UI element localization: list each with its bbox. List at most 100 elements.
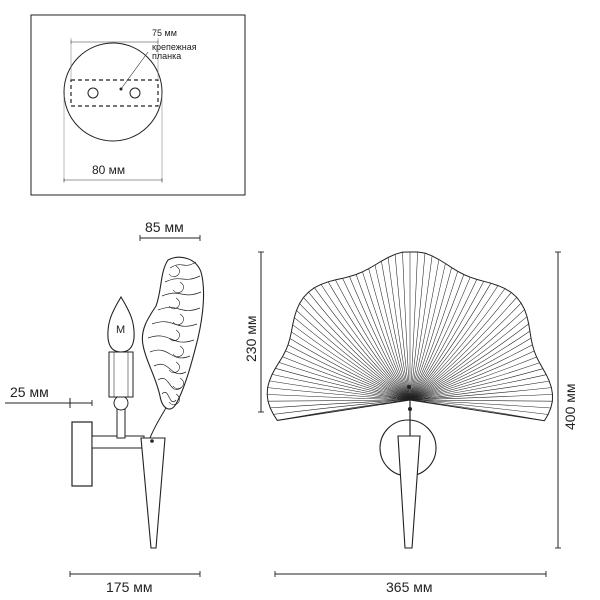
total-height-label: 400 мм [562,384,578,431]
leaf-vein [291,331,411,401]
leaf-vein [368,268,411,401]
leaf-vein [409,316,528,401]
leaf-vein [374,264,411,401]
leaf-vein [409,302,522,401]
leaf-vein [349,276,411,401]
leaf-vein [292,324,411,401]
mounting-bracket [70,79,159,107]
leaf-vein [270,399,411,409]
leaf-vein [303,297,411,401]
leaf-vein [409,288,506,401]
side-leaf-rib [161,391,177,403]
leaf-vein [409,263,446,401]
leaf-vein [409,277,471,401]
side-candle-stem [116,407,126,439]
leaf-vein [287,344,411,401]
leaf-vein [275,368,411,401]
leaf-vein [409,281,485,401]
side-view: 85 мм 25 мм M [5,219,205,549]
leaf-vein [289,338,411,401]
leaf-vein [409,330,531,401]
leaf-vein [409,267,452,401]
front-ginkgo-leaf [266,251,554,436]
mount-detail: 75 мм крепежная планка 80 мм [30,14,246,196]
leaf-vein [409,253,426,401]
leaf-vein [409,399,545,421]
base-plate-circle [63,42,163,142]
side-leaf-curl [172,281,184,294]
leaf-vein [409,380,550,401]
leaf-vein [272,374,411,401]
leaf-vein [308,291,411,401]
leaf-vein [267,394,411,401]
leaf-vein [409,309,525,401]
side-leaf-rib [147,335,195,343]
side-leaf-curl [168,297,180,310]
leaf-vein [409,271,458,401]
side-leaf-curl [172,313,184,326]
side-leaf-rib [149,349,191,359]
mount-detail-frame [30,14,246,196]
leaf-vein [409,337,532,401]
leaf-vein [409,274,465,401]
plate-leader-line [120,51,149,90]
leaf-vein [285,350,411,401]
leaf-vein [409,285,499,401]
leaf-vein [355,274,411,401]
leaf-vein [409,356,537,401]
leaf-vein [409,279,478,401]
top-width-label: 85 мм [145,219,184,235]
side-leaf-curl [168,361,180,374]
depth-label: 175 мм [106,579,153,595]
side-cone-holder [140,437,166,549]
side-candle-bulb [107,295,135,353]
leaf-vein [409,344,533,401]
leaf-rivet-lower [408,407,412,411]
leaf-vein [409,399,549,415]
leaf-vein [320,284,411,401]
leaf-vein [267,387,411,401]
plate-name-line1: крепежная [152,42,197,52]
side-stem-knob [113,395,129,411]
width-label: 365 мм [386,579,433,595]
leaf-vein [342,278,411,401]
leaf-vein [296,310,411,401]
leaf-vein [381,261,411,401]
leaf-vein [282,356,411,401]
leaf-vein [294,317,411,401]
leaf-vein [277,399,411,421]
bulb-marking: M [116,324,125,336]
side-ginkgo-leaf [141,256,205,410]
side-leaf-rib [151,321,198,327]
leaf-vein [409,368,543,401]
leaf-vein [314,287,411,401]
leaf-vein [409,399,551,409]
leaf-vein [409,292,512,401]
leaf-vein [409,350,535,401]
side-leaf-rib [153,363,187,375]
leaf-vein [409,374,547,401]
leaf-vein [362,271,411,401]
leaf-vein [327,281,411,401]
side-cone-rivet [150,439,154,443]
leaf-vein [409,323,529,401]
side-leaf-rib [157,378,182,390]
base-diameter-label: 80 мм [92,163,125,177]
side-bulb-socket [108,351,134,398]
plate-width-label: 75 мм [152,28,177,38]
wall-offset-label: 25 мм [10,384,49,400]
leaf-vein [409,362,540,401]
screw-hole-left [87,87,99,99]
side-leaf-curl [168,265,180,278]
side-leaf-curl [168,329,180,342]
side-wall-plate [71,421,93,487]
leaf-vein [299,303,411,401]
leaf-vein [409,283,492,401]
side-leaf-rib [157,307,201,311]
leaf-vein [269,380,411,401]
leaf-vein [409,255,433,401]
leaf-vein [409,394,553,401]
leaf-vein [409,297,517,401]
side-leaf-curl [172,377,184,390]
